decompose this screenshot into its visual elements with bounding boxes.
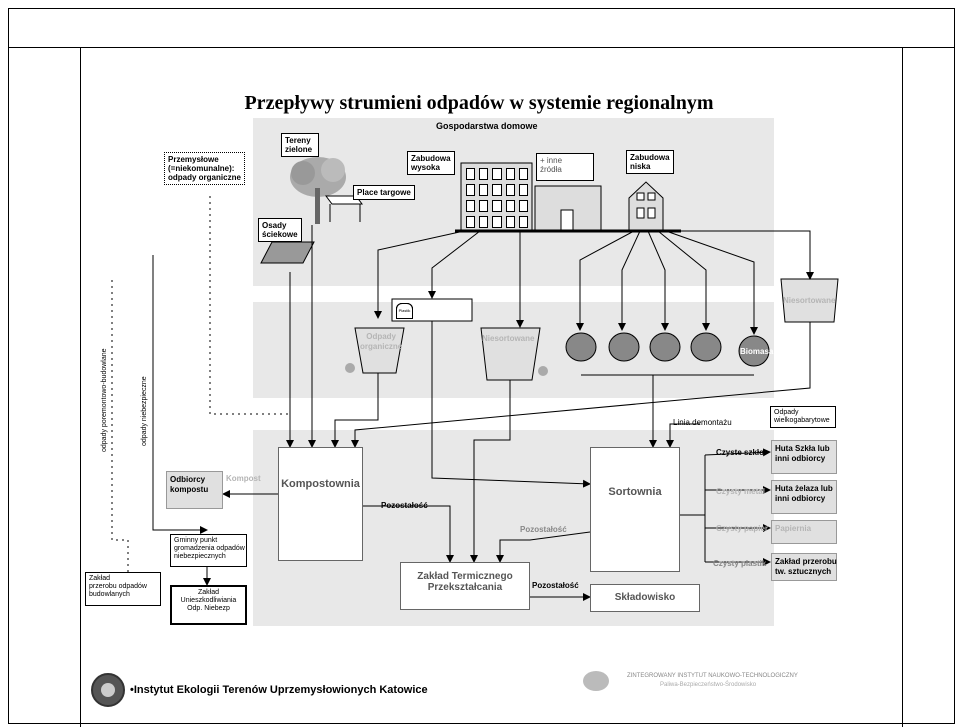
compost-recipients: Odbiorcy kompostu: [166, 471, 223, 509]
construction-waste-label: odpady poremontowo-budowlane: [101, 348, 108, 452]
header-divider: [8, 47, 955, 48]
biomass-label: Biomasa: [740, 347, 774, 356]
bin-plastic: Plastik: [396, 303, 413, 319]
other-building-icon: [534, 185, 602, 232]
market-places-label: Place targowe: [353, 185, 415, 200]
landfill: Składowisko: [590, 584, 700, 612]
right-margin-line: [902, 47, 903, 727]
residue-label-2: Pozostałość: [520, 525, 567, 534]
dismantling-line-label: Linia demontażu: [673, 418, 732, 427]
waste-bags: [565, 332, 770, 367]
output-flow-paper: Czysty papier: [716, 524, 769, 533]
sludge-label: Osady ściekowe: [258, 218, 302, 242]
page-title: Przepływy strumieni odpadów w systemie r…: [244, 92, 714, 114]
households-label: Gospodarstwa domowe: [436, 121, 538, 131]
residue-label-1: Pozostałość: [381, 501, 428, 510]
residue-label-3: Pozostałość: [532, 581, 579, 590]
unsorted-label: Niesortowane: [482, 334, 535, 343]
hazardous-waste-label: odpady niebezpieczne: [141, 376, 148, 446]
construction-waste-plant: Zakład przerobu odpadów budowlanych: [85, 572, 161, 606]
output-flow-metal: Czysty metal: [716, 487, 765, 496]
left-margin-line: [80, 47, 81, 727]
output-dest-paper: Papiernia: [771, 520, 837, 544]
windows-grid: [466, 168, 528, 228]
unsorted-right-label: Niesortowane: [783, 296, 836, 305]
organic-waste-label: Odpady organiczne: [360, 332, 403, 351]
partner-name-line1: ZINTEGROWANY INSTYTUT NAUKOWO-TECHNOLOGI…: [627, 673, 798, 679]
unsorted-bin-right-icon: [780, 278, 839, 323]
green-areas-label: Tereny zielone: [281, 133, 319, 157]
bulky-waste-label: Odpady wielkogabarytowe: [770, 406, 836, 428]
output-dest-glass: Huta Szkła lub inni odbiorcy: [771, 440, 837, 474]
organic-bin-icon: [354, 327, 405, 374]
partner-name-line2: Paliwa-Bezpieczeństwo-Środowisko: [660, 682, 757, 688]
industrial-organic-label: Przemysłowe (=niekomunalne): odpady orga…: [164, 152, 245, 185]
hazardous-collection-point: Gminny punkt gromadzenia odpadów niebezp…: [170, 534, 247, 567]
thermal-plant: Zakład Termicznego Przekształcania: [400, 562, 530, 610]
sorting-plant: Sortownia: [590, 447, 680, 572]
output-dest-metal: Huta żelaza lub inni odbiorcy: [771, 480, 837, 514]
low-buildings-label: Zabudowa niska: [626, 150, 674, 174]
output-flow-plastic: Czysty plastik: [713, 559, 767, 568]
output-dest-plastic: Zakład przerobu tw. sztucznych: [771, 553, 837, 581]
other-sources-label: + inne źródła: [536, 153, 594, 181]
compost-flow-label: Kompost: [226, 474, 261, 483]
unsorted-bin-icon: [480, 327, 541, 381]
composting-plant: Kompostownia: [278, 447, 363, 561]
partner-logo-icon: [583, 671, 609, 691]
hazardous-disposal-plant: Zakład Unieszkodliwiania Odp. Niebezp: [170, 585, 247, 625]
slide-frame: [8, 8, 955, 724]
high-buildings-label: Zabudowa wysoka: [407, 151, 455, 175]
house-icon: [628, 181, 664, 232]
output-flow-glass: Czyste szkło: [716, 448, 765, 457]
sludge-icon: [260, 241, 315, 264]
tree-icon: [290, 157, 346, 224]
institute-name: •Instytut Ekologii Terenów Uprzemysłowio…: [130, 684, 428, 696]
institute-logo-icon: [91, 673, 125, 707]
